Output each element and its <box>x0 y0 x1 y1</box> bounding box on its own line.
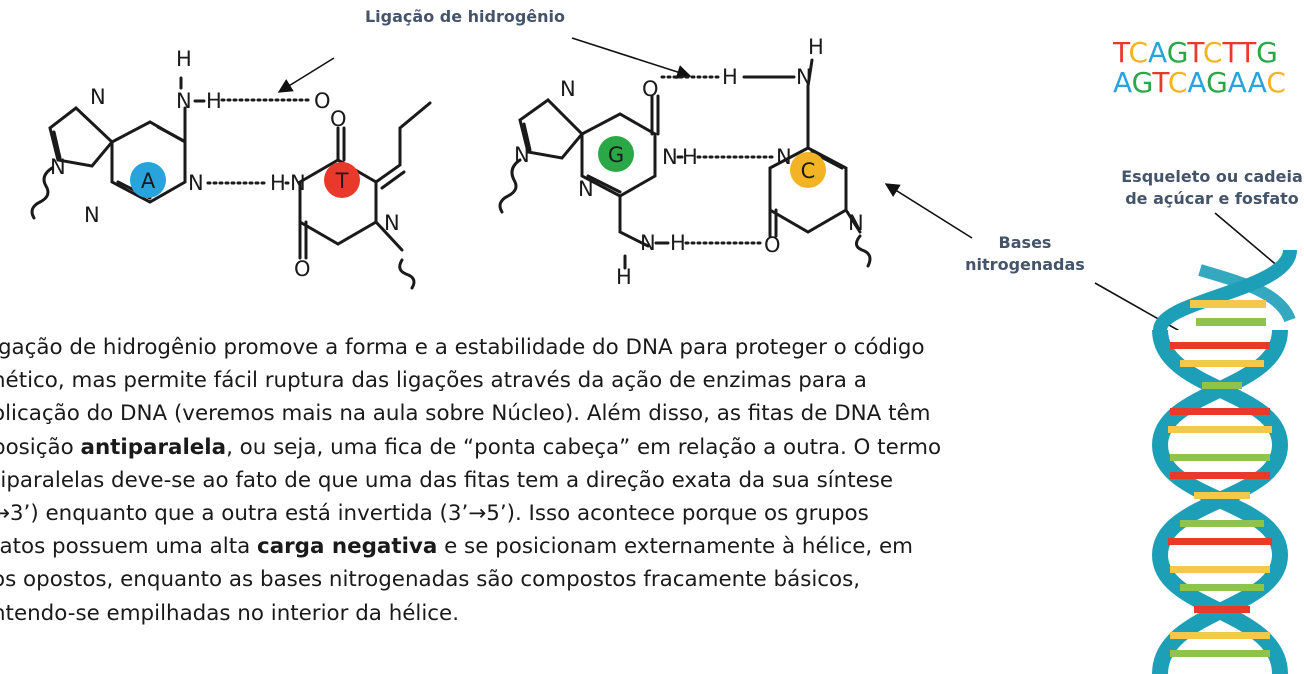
base-pair-diagram: A T G C N N N N H N H O H N O N O N N N … <box>30 35 1297 330</box>
paragraph-line: ntendo-se empilhadas no interior da héli… <box>0 600 460 626</box>
hbond-arrow-left <box>277 57 335 93</box>
base-circle-t <box>324 162 360 198</box>
sequence-letter: C <box>1266 66 1286 99</box>
atom-h: H <box>682 145 698 169</box>
hbond-arrow-right <box>571 37 692 79</box>
atom-h: H <box>206 89 222 113</box>
atom-n: N <box>384 211 400 235</box>
sequence-letter: A <box>1247 66 1267 99</box>
base-circle-g <box>598 136 634 172</box>
atom-o: O <box>764 233 781 257</box>
bases-arrow-2 <box>1094 282 1180 330</box>
atom-n: N <box>90 85 106 109</box>
base-letter-a: A <box>141 169 156 193</box>
atom-h: H <box>808 35 824 59</box>
atom-n: N <box>578 177 594 201</box>
atom-n: N <box>84 203 100 227</box>
paragraph-line: posição antiparalela, ou seja, uma fica … <box>0 431 1104 464</box>
paragraph-line: igação de hidrogênio promove a forma e a… <box>0 335 925 360</box>
sequence-letter: C <box>1167 66 1188 99</box>
emphasis-carga-negativa: carga negativa <box>257 534 438 560</box>
dna-helix-lower <box>1151 330 1289 674</box>
base-circle-a <box>130 162 166 198</box>
atom-o: O <box>330 107 347 131</box>
paragraph-line: os opostos, enquanto as bases nitrogenad… <box>0 567 861 593</box>
sequence-letter: A <box>1113 66 1132 99</box>
bases-label: Bases nitrogenadas <box>935 232 1115 276</box>
atom-n: N <box>796 65 812 89</box>
sequence-letter: A <box>1227 66 1248 99</box>
bases-label-line1: Bases <box>998 233 1052 252</box>
bases-label-line2: nitrogenadas <box>965 255 1085 274</box>
atom-h: H <box>722 65 738 89</box>
backbone-arrow <box>1214 212 1281 269</box>
sequence-letter: G <box>1206 66 1228 99</box>
atom-h: H <box>176 47 192 71</box>
sequence-letter: T <box>1239 36 1257 69</box>
atom-n: N <box>640 231 656 255</box>
atom-n: N <box>560 77 576 101</box>
atom-o: O <box>314 89 331 113</box>
sequence-letter: T <box>1187 36 1203 69</box>
sequence-letter: T <box>1222 36 1240 69</box>
atom-n: N <box>188 171 204 195</box>
bases-arrow-1 <box>884 183 973 239</box>
sequence-letter: A <box>1187 66 1207 99</box>
sequence-letter: A <box>1148 36 1167 69</box>
sequence-top: TCAGTCTTG <box>1113 36 1278 69</box>
paragraph-line: fatos possuem uma alta carga negativa e … <box>0 530 1104 563</box>
atom-h: H <box>616 265 632 289</box>
sequence-letter: T <box>1113 36 1129 69</box>
text-run: posição <box>0 434 81 460</box>
base-letter-t: T <box>335 169 349 193</box>
body-paragraph: igação de hidrogênio promove a forma e a… <box>0 331 1104 630</box>
adenine-thymine-pair <box>30 101 432 290</box>
paragraph-line: nético, mas permite fácil ruptura das li… <box>0 368 867 394</box>
paragraph-line: olicação do DNA (veremos mais na aula so… <box>0 401 931 427</box>
atom-n: N <box>514 143 530 167</box>
sequence-letter: G <box>1166 36 1188 69</box>
sequence-bottom: AGTCAGAAC <box>1113 66 1286 99</box>
paragraph-line: →3’) enquanto que a outra está invertida… <box>0 501 869 527</box>
backbone-label: Esqueleto ou cadeia de açúcar e fosfato <box>1112 166 1304 210</box>
base-letter-c: C <box>801 159 816 183</box>
atom-n: N <box>290 171 306 195</box>
atom-n: N <box>776 145 792 169</box>
emphasis-antiparalela: antiparalela <box>80 434 227 460</box>
atom-h: H <box>270 171 286 195</box>
sequence-letter: C <box>1202 36 1223 69</box>
atom-o: O <box>642 77 659 101</box>
base-circle-c <box>790 152 826 188</box>
atom-n: N <box>662 145 678 169</box>
backbone-label-line1: Esqueleto ou cadeia <box>1121 167 1303 186</box>
backbone-label-line2: de açúcar e fosfato <box>1125 189 1299 208</box>
atom-n: N <box>176 89 192 113</box>
sequence-letter: G <box>1131 66 1153 99</box>
atom-o: O <box>294 257 311 281</box>
text-run: fatos possuem uma alta <box>0 534 258 560</box>
paragraph-line: tiparalelas deve-se ao fato de que uma d… <box>0 467 894 493</box>
sequence-letter: C <box>1128 36 1149 69</box>
sequence-letter: T <box>1152 66 1168 99</box>
hydrogen-bond-label: Ligação de hidrogênio <box>364 7 566 26</box>
dna-helix-icon <box>1153 248 1297 330</box>
atom-n: N <box>50 155 66 179</box>
atom-n: N <box>848 211 864 235</box>
base-letter-g: G <box>608 143 624 167</box>
sequence-letter: G <box>1256 36 1278 69</box>
atom-h: H <box>670 231 686 255</box>
guanine-cytosine-pair <box>498 58 872 270</box>
text-run: e se posicionam externamente à hélice, e… <box>437 534 914 560</box>
text-run: , ou seja, uma fica de “ponta cabeça” em… <box>226 434 942 460</box>
